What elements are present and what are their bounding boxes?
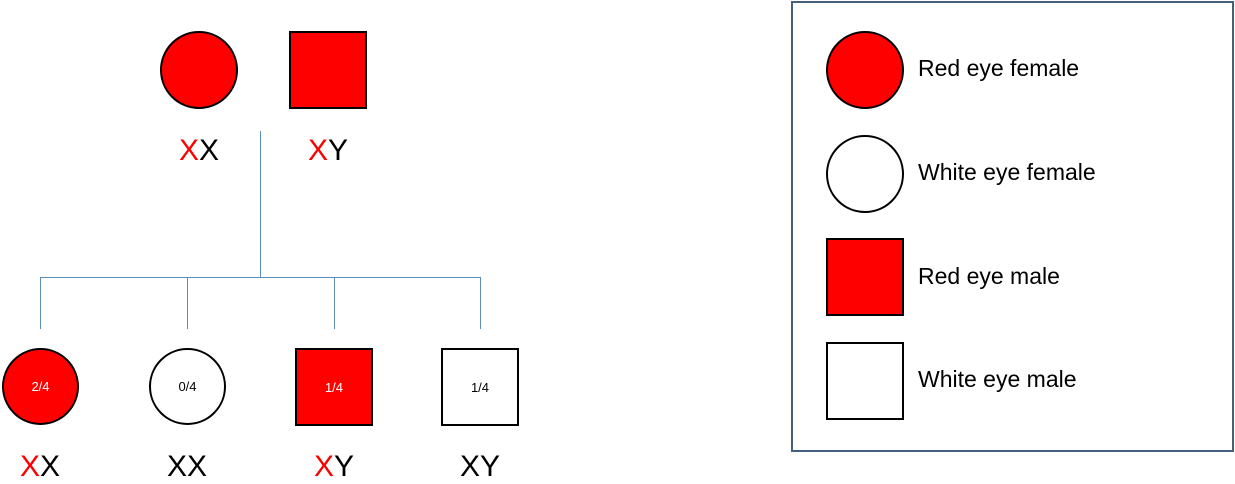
legend-label: Red eye male [918,263,1060,289]
offspring-genotype: XY [430,450,530,484]
legend-white-female-symbol [826,135,904,213]
allele: X [313,450,334,483]
allele: X [199,134,220,167]
parent-female-symbol [160,31,238,109]
child-drop-line [187,277,188,329]
allele: Y [328,134,349,167]
parent-male-genotype: XY [278,134,378,168]
offspring-ratio: 1/4 [324,379,344,395]
offspring-red-female-symbol: 2/4 [2,348,79,425]
allele: X [459,450,480,483]
offspring-white-female-symbol: 0/4 [149,348,226,425]
legend-label: White eye female [918,159,1096,185]
legend-red-female-symbol [826,31,904,109]
allele: Y [480,450,501,483]
child-drop-line [480,277,481,329]
allele: Y [334,450,355,483]
descent-line [260,131,261,277]
legend-white-male-symbol [826,342,904,420]
allele: X [187,450,208,483]
offspring-ratio: 2/4 [31,379,50,394]
offspring-ratio: 0/4 [178,379,197,394]
parent-male-symbol [289,31,367,109]
parent-female-genotype: XX [149,134,249,168]
allele: X [40,450,61,483]
offspring-ratio: 1/4 [470,379,490,395]
allele: X [178,134,199,167]
offspring-genotype: XX [137,450,237,484]
child-drop-line [40,277,41,329]
legend-red-male-symbol [826,238,904,316]
offspring-genotype: XX [0,450,90,484]
child-drop-line [334,277,335,329]
offspring-white-male-symbol: 1/4 [441,348,519,426]
offspring-red-male-symbol: 1/4 [295,348,373,426]
offspring-genotype: XY [284,450,384,484]
allele: X [166,450,187,483]
sibship-line [40,277,481,278]
legend-label: White eye male [918,366,1077,392]
allele: X [19,450,40,483]
legend-label: Red eye female [918,55,1080,81]
legend-box [791,1,1234,452]
allele: X [307,134,328,167]
